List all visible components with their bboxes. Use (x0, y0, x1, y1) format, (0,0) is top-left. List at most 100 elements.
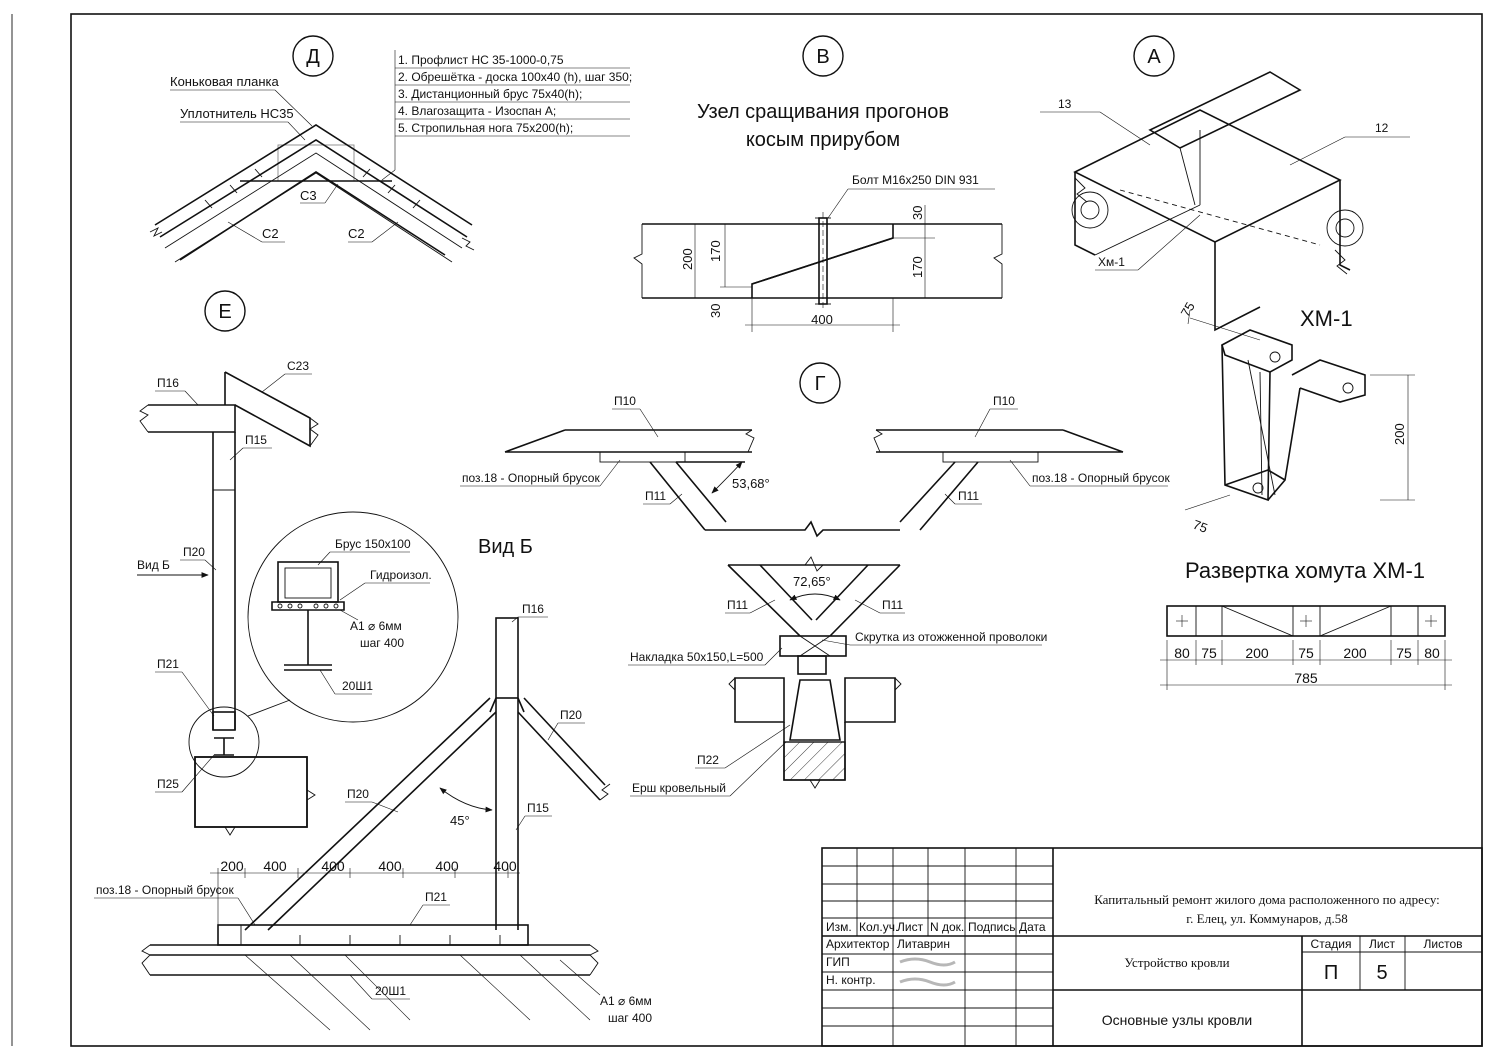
view-d-legend: 1. Профлист НС 35-1000-0,75 2. Обрешётка… (381, 50, 632, 181)
col-list: Лист (897, 920, 924, 934)
g-p11-a: П11 (727, 598, 748, 612)
label-xm-1: Хм-1 (1098, 255, 1125, 269)
b-dim-5: 400 (435, 858, 459, 874)
dim-400: 400 (811, 312, 833, 327)
signature-gip (899, 957, 956, 967)
architect-name: Литаврин (897, 937, 950, 951)
b-ibeam-label: 20Ш1 (375, 984, 406, 998)
stage-value: П (1324, 962, 1338, 984)
view-v-title-2: косым прирубом (746, 129, 900, 151)
xm1-dim-75-bottom: 75 (1191, 517, 1210, 536)
dev-dim-1: 80 (1174, 645, 1190, 661)
e-p15-label: П15 (245, 433, 267, 447)
view-g-letter: Г (815, 373, 826, 395)
drawing-title: Основные узлы кровли (1102, 1012, 1253, 1028)
view-a-marker (1133, 35, 1175, 77)
b-p16-label: П16 (522, 602, 544, 616)
view-d-letter: Д (306, 46, 320, 68)
view-d-marker (292, 35, 334, 77)
dim-30-right: 30 (910, 206, 925, 220)
legend-item-1: 1. Профлист НС 35-1000-0,75 (398, 53, 564, 67)
b-p15-label: П15 (527, 801, 549, 815)
b-p20-left-label: П20 (347, 787, 369, 801)
view-e-marker (204, 290, 246, 332)
role-norm-control: Н. контр. (826, 973, 876, 987)
sheets-header: Листов (1424, 937, 1463, 951)
view-e-letter: Е (218, 301, 231, 323)
legend-item-4: 4. Влагозащита - Изоспан А; (398, 104, 556, 118)
view-b-title: Вид Б (478, 536, 533, 558)
beam-label: Брус 150х100 (335, 537, 411, 551)
sheet-frame (70, 13, 1483, 1047)
step-label: шаг 400 (360, 636, 404, 650)
project-line-1: Капитальный ремонт жилого дома расположе… (1094, 892, 1440, 907)
view-v-letter: В (816, 46, 829, 68)
view-g-marker (799, 362, 841, 404)
b-rebar-label: А1 ⌀ 6мм (600, 994, 652, 1008)
dev-dim-4: 75 (1298, 645, 1314, 661)
plate-label: Накладка 50х150,L=500 (630, 650, 764, 664)
ruff-label: Ерш кровельный (632, 781, 726, 795)
b-dim-1: 200 (220, 858, 244, 874)
g-support-right: поз.18 - Опорный брусок (1032, 471, 1170, 485)
view-a-letter: А (1147, 46, 1161, 68)
dev-dim-7: 80 (1424, 645, 1440, 661)
b-dim-4: 400 (378, 858, 402, 874)
col-izm: Изм. (826, 920, 852, 934)
label-13: 13 (1058, 97, 1072, 111)
dim-170-right: 170 (910, 256, 925, 278)
view-b-side-view: Вид Б 45° (94, 536, 652, 1031)
g-support-left: поз.18 - Опорный брусок (462, 471, 600, 485)
angle-72-label: 72,65° (793, 574, 831, 589)
g-p10-left: П10 (614, 394, 636, 408)
col-n-dok: N док. (930, 920, 964, 934)
seal-label: Уплотнитель НС35 (180, 106, 294, 121)
b-dim-2: 400 (263, 858, 287, 874)
sheet-value: 5 (1376, 962, 1387, 984)
view-e-column-node: Е Брус 150х100 (137, 290, 459, 836)
angle-53-label: 53,68° (732, 476, 770, 491)
b-p21-label: П21 (425, 890, 447, 904)
b-dim-3: 400 (321, 858, 345, 874)
e-p20-label: П20 (183, 545, 205, 559)
e-c23-label: С23 (287, 359, 309, 373)
view-v-purlin-splice: В Узел сращивания прогонов косым прирубо… (633, 35, 1003, 332)
xm1-dim-200: 200 (1392, 423, 1407, 445)
dim-30-left: 30 (708, 304, 723, 318)
xm1-dim-75-top: 75 (1178, 299, 1198, 319)
signature-norm-control (899, 977, 956, 987)
xm1-clamp-detail: ХМ-1 75 200 75 Развертка хомута ХМ-1 (1160, 299, 1452, 690)
label-12: 12 (1375, 121, 1389, 135)
project-line-2: г. Елец, ул. Коммунаров, д.58 (1186, 911, 1347, 926)
title-block: Изм. Кол.уч. Лист N док. Подпись Дата Ар… (821, 847, 1483, 1047)
b-dim-6: 400 (493, 858, 517, 874)
legend-item-5: 5. Стропильная нога 75х200(h); (398, 121, 573, 135)
section-title: Устройство кровли (1124, 955, 1229, 970)
col-data: Дата (1019, 920, 1046, 934)
ridge-plate-label: Коньковая планка (170, 74, 279, 89)
role-architect: Архитектор (826, 937, 890, 951)
waterproof-label: Гидроизол. (370, 568, 432, 582)
dev-dim-5: 200 (1343, 645, 1367, 661)
view-v-marker (802, 35, 844, 77)
view-a-isometric-node: А 13 12 Хм-1 (1040, 35, 1410, 332)
col-kol-uch: Кол.уч. (859, 920, 898, 934)
dev-dim-6: 75 (1396, 645, 1412, 661)
view-g-strut-node: Г 53,68° 72,65° (460, 362, 1170, 797)
legend-item-3: 3. Дистанционный брус 75х40(h); (398, 87, 582, 101)
col-podpis: Подпись (968, 920, 1016, 934)
e-p25-label: П25 (157, 777, 179, 791)
development-title: Развертка хомута ХМ-1 (1185, 558, 1425, 583)
g-p22-label: П22 (697, 753, 719, 767)
e-p21-label: П21 (157, 657, 179, 671)
dev-dim-3: 200 (1245, 645, 1269, 661)
b-p20-right-label: П20 (560, 708, 582, 722)
dim-170-left: 170 (708, 240, 723, 262)
vid-b-arrow-label: Вид Б (137, 558, 170, 572)
legend-item-2: 2. Обрешётка - доска 100х40 (h), шаг 350… (398, 70, 632, 84)
b-step-label: шаг 400 (608, 1011, 652, 1025)
bolt-label: Болт М16х250 DIN 931 (852, 173, 979, 187)
c2-left-label: С2 (262, 226, 279, 241)
view-d-ridge-node: Д Коньковая планка Уплотнитель НС35 (149, 35, 632, 263)
